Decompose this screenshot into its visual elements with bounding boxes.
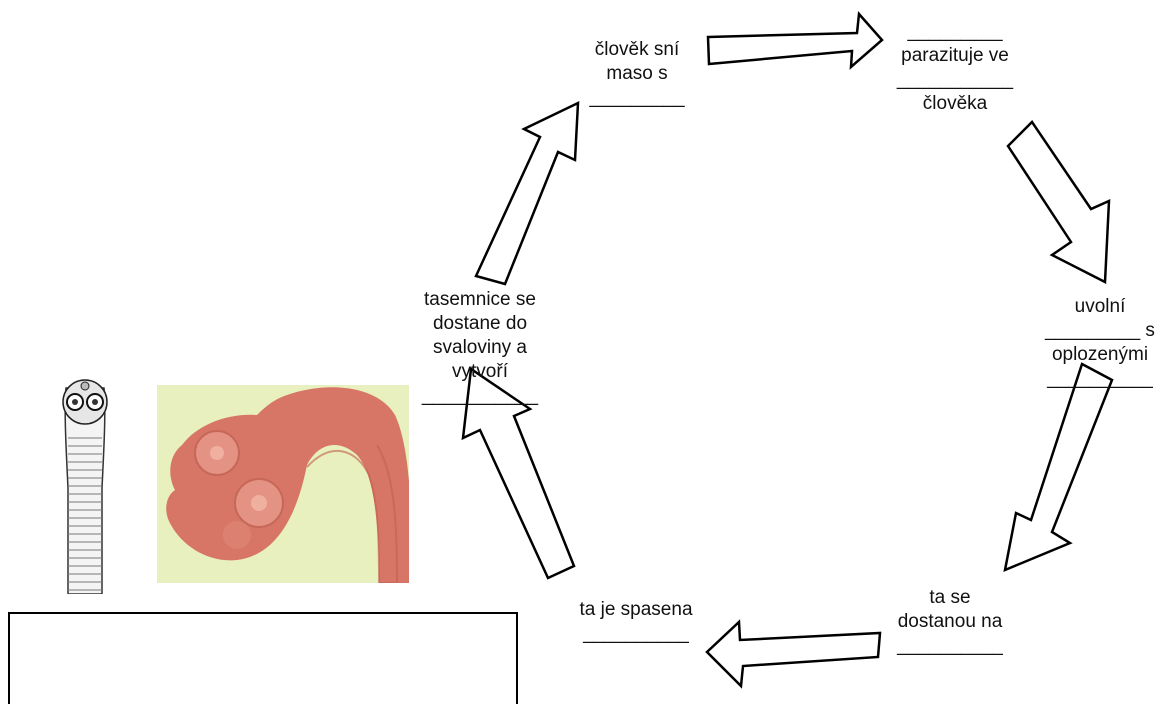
step-1-blank: _________ bbox=[589, 87, 685, 108]
step-3-blank-1: _________ s bbox=[1045, 320, 1155, 341]
step-4-line-1: ta se bbox=[929, 587, 971, 608]
cycle-step-2: _________ parazituje ve ___________ člov… bbox=[875, 20, 1035, 116]
step-5-line-1: ta je spasena bbox=[579, 599, 693, 620]
arrow-step2-to-step3 bbox=[1006, 120, 1111, 284]
arrow-step5-to-step6 bbox=[461, 366, 576, 580]
arrow-step3-to-step4 bbox=[1003, 362, 1114, 573]
arrow-step1-to-step2 bbox=[706, 11, 884, 70]
step-6-blank: ___________ bbox=[421, 385, 539, 406]
step-3-line-2: oplozenými bbox=[1051, 344, 1149, 365]
step-1-line-1: člověk sní bbox=[594, 39, 680, 60]
step-6-line-3: svaloviny a bbox=[433, 337, 527, 358]
arrow-step6-to-step1 bbox=[474, 100, 580, 286]
step-2-line-1: parazituje ve bbox=[901, 45, 1009, 66]
step-6-line-2: dostane do bbox=[432, 313, 528, 334]
arrow-step4-to-step5 bbox=[705, 619, 882, 689]
step-2-line-2: člověka bbox=[922, 93, 988, 114]
step-4-blank: __________ bbox=[897, 635, 1003, 656]
tapeworm-scolex-drawing-icon bbox=[62, 379, 108, 594]
step-2-blank-1: _________ bbox=[907, 21, 1003, 42]
step-3-blank-2: __________ bbox=[1047, 368, 1153, 389]
step-3-line-1: uvolní bbox=[1074, 296, 1126, 317]
cycle-step-6: tasemnice se dostane do svaloviny a vytv… bbox=[400, 288, 560, 408]
step-1-line-2: maso s bbox=[606, 63, 668, 84]
step-5-blank: __________ bbox=[583, 623, 689, 644]
step-2-blank-2: ___________ bbox=[896, 69, 1014, 90]
tapeworm-scolex-photo-icon bbox=[157, 385, 409, 583]
cycle-step-3: uvolní _________ s oplozenými __________ bbox=[1030, 295, 1170, 391]
cycle-step-5: ta je spasena __________ bbox=[566, 598, 706, 646]
step-6-line-1: tasemnice se bbox=[424, 289, 536, 310]
answer-box[interactable] bbox=[8, 612, 518, 704]
cycle-step-1: člověk sní maso s _________ bbox=[572, 38, 702, 110]
step-6-line-4: vytvoří bbox=[452, 361, 508, 382]
step-4-line-2: dostanou na bbox=[897, 611, 1003, 632]
cycle-step-4: ta se dostanou na __________ bbox=[880, 586, 1020, 658]
